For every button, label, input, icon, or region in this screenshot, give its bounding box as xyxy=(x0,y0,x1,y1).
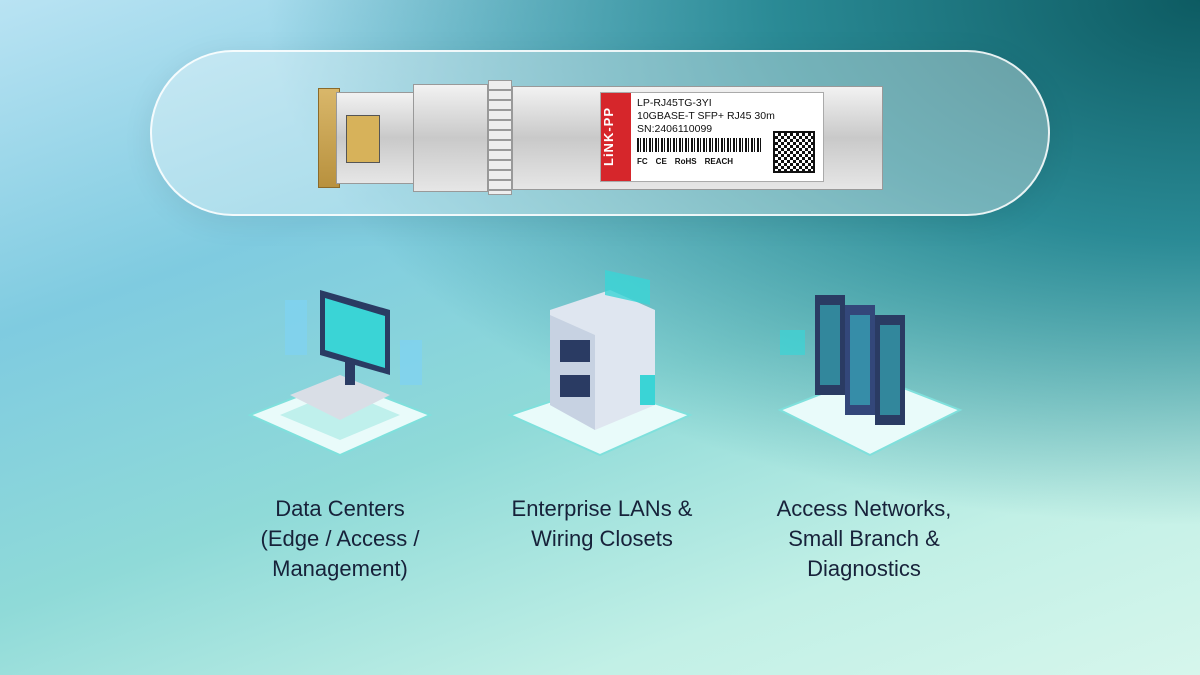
fc-mark: FC xyxy=(637,157,648,166)
caption-line: Management) xyxy=(272,556,408,581)
application-enterprise-lans: Enterprise LANs & Wiring Closets xyxy=(472,494,732,554)
reach-mark: REACH xyxy=(704,157,734,166)
sfp-module-image: LiNK-PP LP-RJ45TG-3YI 10GBASE-T SFP+ RJ4… xyxy=(318,80,883,195)
caption-line: Diagnostics xyxy=(807,556,921,581)
model-number: LP-RJ45TG-3YI xyxy=(637,97,712,109)
caption-line: Data Centers xyxy=(275,496,405,521)
caption-line: Small Branch & xyxy=(788,526,940,551)
server-rack-icon xyxy=(777,295,963,457)
caption-line: Enterprise LANs & xyxy=(511,496,693,521)
rohs-mark: RoHS xyxy=(674,157,697,166)
application-data-centers: Data Centers (Edge / Access / Management… xyxy=(210,494,470,584)
network-switch-icon xyxy=(507,270,693,457)
product-label: LiNK-PP LP-RJ45TG-3YI 10GBASE-T SFP+ RJ4… xyxy=(600,92,824,182)
qr-code xyxy=(773,131,815,173)
caption-line: Access Networks, xyxy=(776,496,952,521)
caption-line: Wiring Closets xyxy=(531,526,673,551)
product-description: 10GBASE-T SFP+ RJ45 30m xyxy=(637,110,775,122)
brand-logo: LiNK-PP xyxy=(601,93,631,181)
desktop-monitor-icon xyxy=(247,290,433,457)
rj45-port xyxy=(346,115,380,163)
caption-line: (Edge / Access / xyxy=(260,526,420,551)
application-access-networks: Access Networks, Small Branch & Diagnost… xyxy=(734,494,994,584)
ce-mark: CE xyxy=(655,157,667,166)
bail-latch xyxy=(488,80,512,195)
serial-number: SN:2406110099 xyxy=(637,123,713,135)
barcode xyxy=(637,138,762,152)
